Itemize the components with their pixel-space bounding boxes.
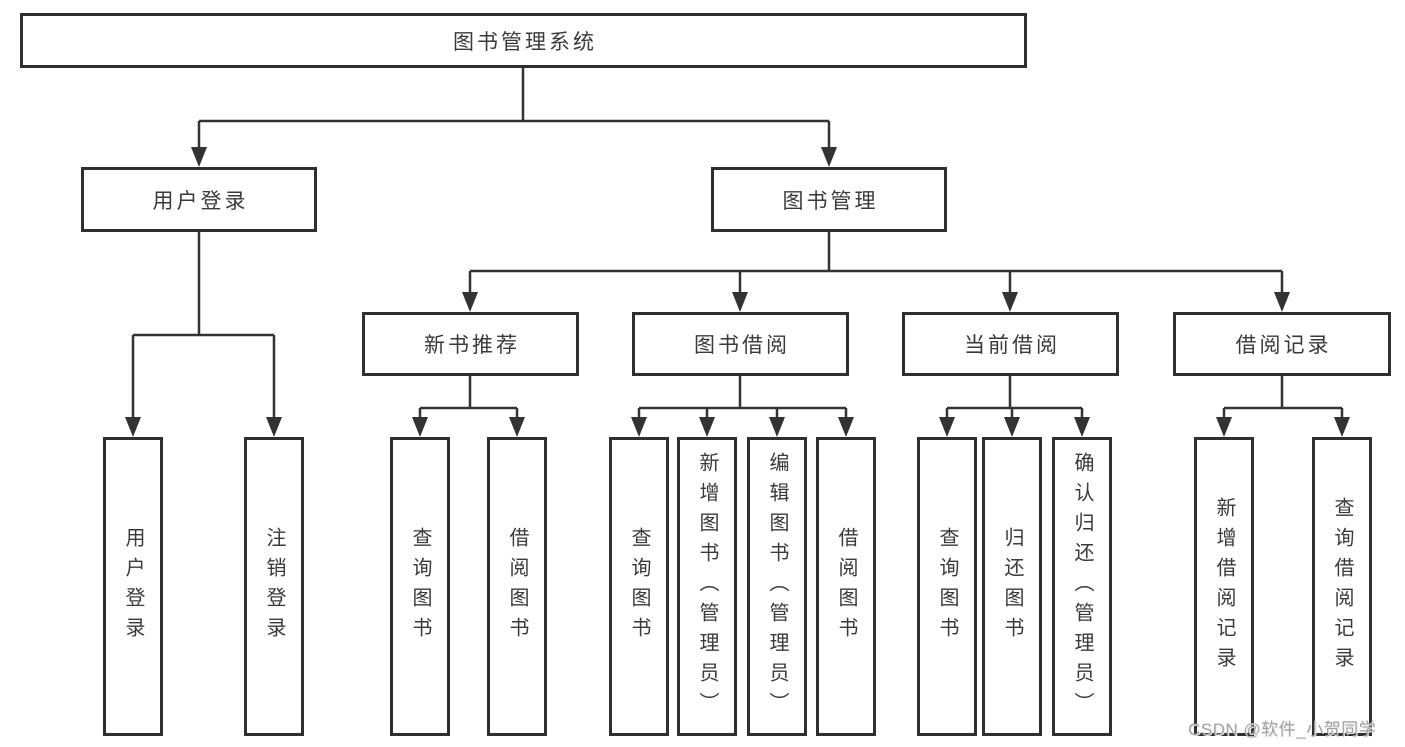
- connector-borrow-records-to-leaves: [1222, 376, 1344, 421]
- arrowhead-icon: [769, 417, 785, 437]
- connector-book-mgmt-to-level3: [468, 232, 1284, 296]
- connector-new-book-to-leaves: [418, 376, 519, 421]
- node-label: 查询借阅记录: [1331, 496, 1353, 677]
- leaf-add-books-admin: 新增图书（管理员）: [677, 437, 737, 736]
- node-label: 图书管理系统: [453, 30, 597, 54]
- arrowhead-icon: [821, 147, 837, 167]
- node-new-book-recommend: 新书推荐: [362, 312, 579, 376]
- connector-current-borrow-to-leaves: [945, 376, 1084, 421]
- node-label: 新书推荐: [424, 334, 520, 357]
- leaf-edit-books-admin: 编辑图书（管理员）: [747, 437, 807, 736]
- node-label: 图书管理: [782, 189, 879, 213]
- arrowhead-icon: [732, 292, 748, 312]
- node-label: 查询图书: [936, 526, 958, 647]
- node-label: 当前借阅: [964, 334, 1060, 357]
- arrowhead-icon: [631, 417, 647, 437]
- node-book-management: 图书管理: [711, 167, 947, 232]
- connector-root-to-level2: [197, 68, 831, 150]
- arrowhead-icon: [1334, 417, 1350, 437]
- arrowhead-icon: [125, 417, 141, 437]
- node-user-login: 用户登录: [81, 167, 317, 232]
- arrowhead-icon: [1216, 417, 1232, 437]
- node-label: 图书借阅: [694, 334, 790, 357]
- leaf-confirm-return-admin: 确认归还（管理员）: [1052, 437, 1112, 736]
- leaf-add-borrow-record: 新增借阅记录: [1194, 437, 1254, 736]
- node-root-library-system: 图书管理系统: [20, 13, 1027, 68]
- leaf-query-borrow-record: 查询借阅记录: [1312, 437, 1372, 736]
- node-label: 编辑图书（管理员）: [766, 451, 788, 722]
- node-label: 归还图书: [1001, 526, 1023, 647]
- arrowhead-icon: [1074, 417, 1090, 437]
- node-label: 借阅图书: [506, 526, 528, 647]
- node-label: 确认归还（管理员）: [1071, 451, 1093, 722]
- node-label: 查询图书: [409, 526, 431, 647]
- node-book-borrow: 图书借阅: [632, 312, 849, 376]
- node-label: 用户登录: [122, 526, 144, 647]
- arrowhead-icon: [838, 417, 854, 437]
- watermark-text: CSDN @软件_小贺同学: [1188, 720, 1377, 739]
- arrowhead-icon: [191, 147, 207, 167]
- node-label: 用户登录: [152, 189, 249, 213]
- node-current-borrow: 当前借阅: [902, 312, 1119, 376]
- leaf-user-login: 用户登录: [103, 437, 163, 736]
- node-label: 借阅图书: [835, 526, 857, 647]
- node-label: 借阅记录: [1235, 334, 1332, 357]
- node-label: 查询图书: [628, 526, 650, 647]
- leaf-return-books: 归还图书: [982, 437, 1042, 736]
- arrowhead-icon: [412, 417, 428, 437]
- connector-user-login-to-leaves: [131, 232, 276, 420]
- arrowhead-icon: [1274, 292, 1290, 312]
- arrowhead-icon: [509, 417, 525, 437]
- arrowhead-icon: [939, 417, 955, 437]
- arrowhead-icon: [266, 417, 282, 437]
- leaf-borrow-books-recommend: 借阅图书: [487, 437, 547, 736]
- node-label: 注销登录: [263, 526, 285, 647]
- arrowhead-icon: [699, 417, 715, 437]
- node-label: 新增借阅记录: [1213, 496, 1235, 677]
- leaf-logout: 注销登录: [244, 437, 304, 736]
- leaf-query-books-recommend: 查询图书: [390, 437, 450, 736]
- leaf-borrow-books: 借阅图书: [816, 437, 876, 736]
- arrowhead-icon: [1004, 417, 1020, 437]
- node-label: 新增图书（管理员）: [696, 451, 718, 722]
- leaf-query-books-current: 查询图书: [917, 437, 977, 736]
- arrowhead-icon: [1002, 292, 1018, 312]
- arrowhead-icon: [462, 292, 478, 312]
- leaf-query-books-borrow: 查询图书: [609, 437, 669, 736]
- node-borrow-records: 借阅记录: [1173, 312, 1391, 376]
- connector-book-borrow-to-leaves: [637, 376, 848, 421]
